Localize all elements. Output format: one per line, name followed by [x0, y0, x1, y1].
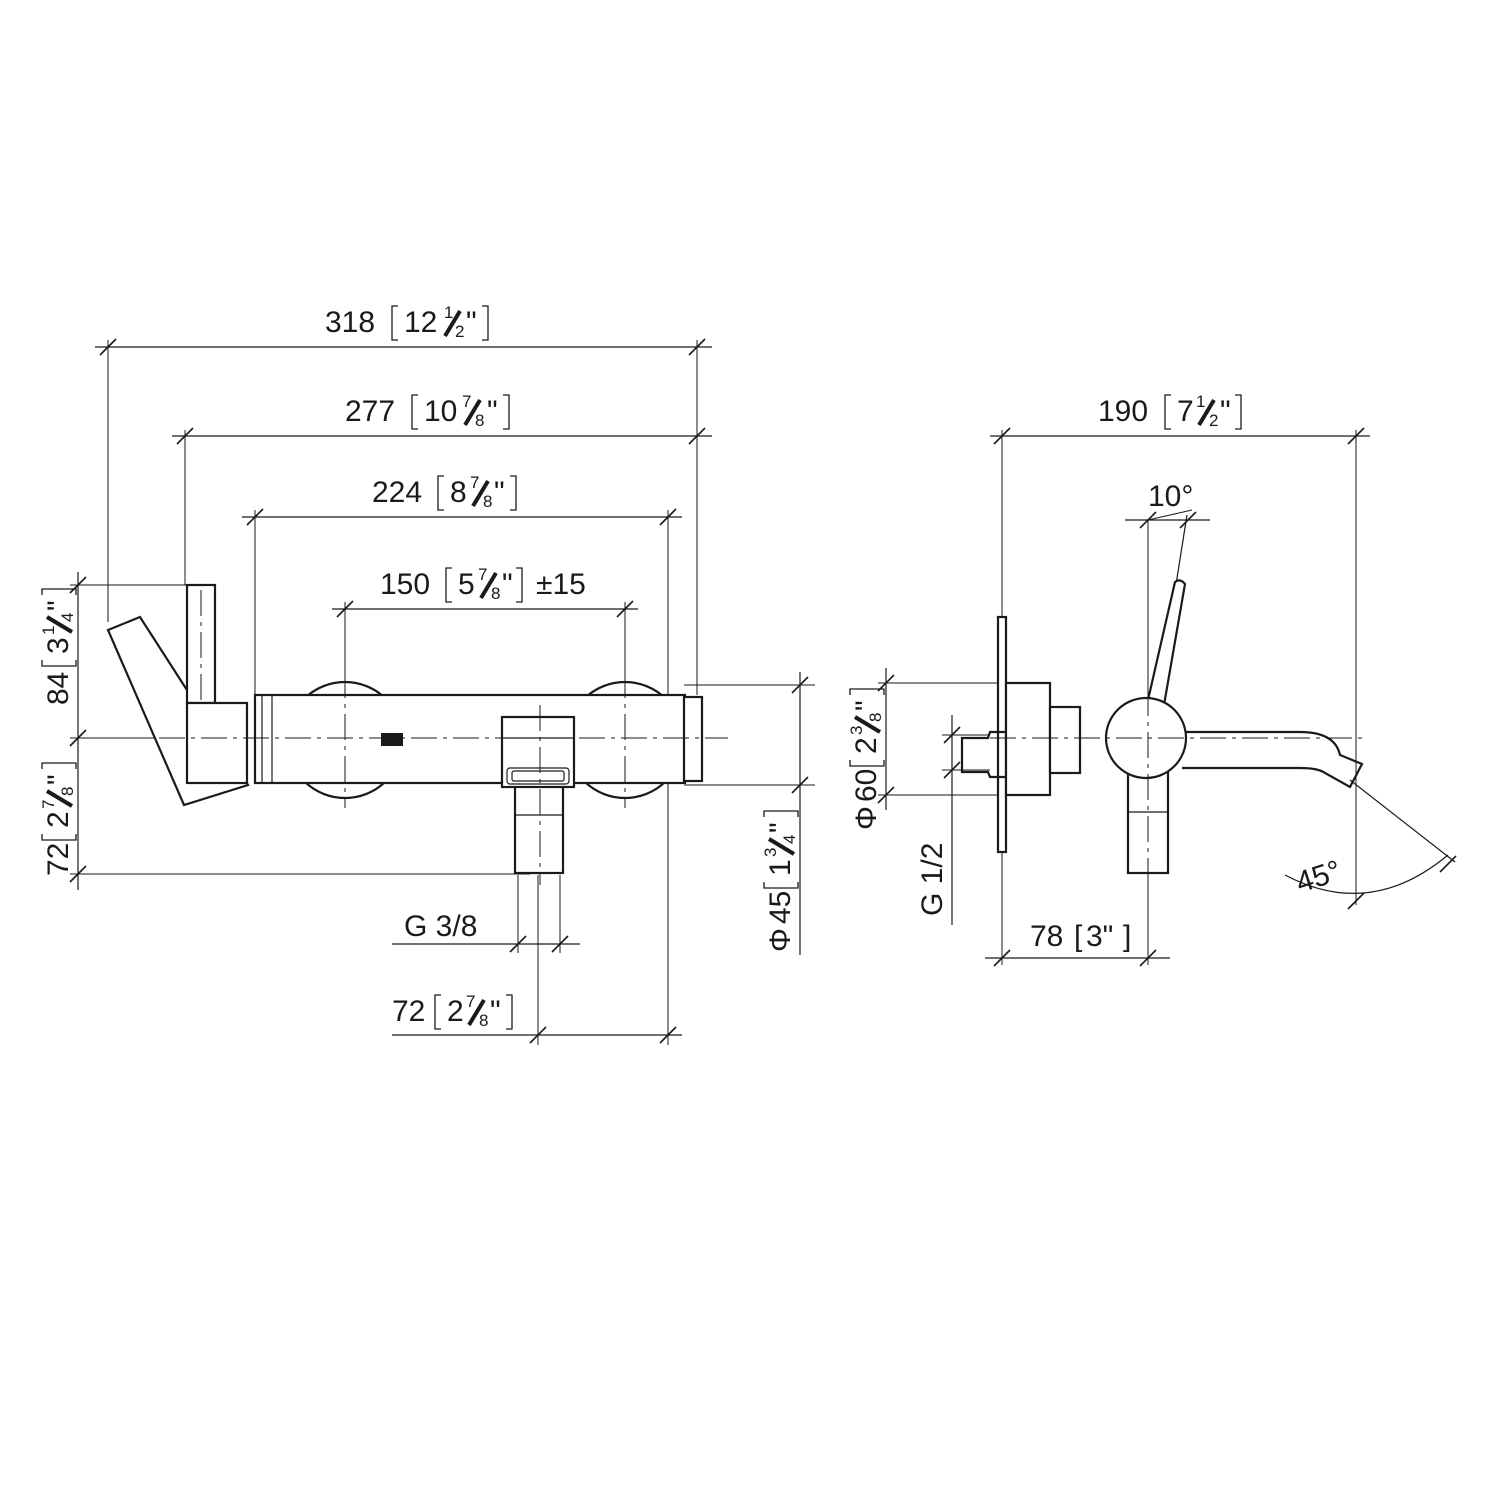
svg-text:8: 8 [483, 492, 492, 511]
svg-text:2: 2 [447, 995, 464, 1028]
svg-text:": " [850, 700, 883, 711]
dimension-lines [69, 338, 809, 1044]
svg-text:": " [764, 822, 797, 833]
dim-72-left: 72 2 7 8 " [39, 762, 77, 876]
svg-text:78: 78 [1030, 920, 1063, 953]
dim-150: 150 5 7 8 " ±15 [380, 565, 586, 603]
svg-text:12: 12 [404, 306, 437, 339]
svg-text:10: 10 [424, 395, 457, 428]
svg-text:3: 3 [761, 848, 780, 857]
dim-224: 224 8 7 8 " [372, 473, 517, 511]
svg-text:3: 3 [42, 637, 75, 654]
svg-text:±15: ±15 [536, 568, 586, 601]
center-lines-front [75, 590, 728, 885]
svg-text:72: 72 [42, 843, 75, 876]
svg-text:7: 7 [466, 992, 475, 1011]
svg-text:7: 7 [39, 800, 58, 809]
svg-text:8: 8 [450, 476, 467, 509]
svg-text:277: 277 [345, 395, 395, 428]
svg-text:318: 318 [325, 306, 375, 339]
svg-text:": " [487, 395, 498, 428]
svg-text:": " [494, 476, 505, 509]
svg-text:2: 2 [1209, 411, 1218, 430]
dim-84: 84 3 1 4 " [39, 588, 77, 705]
angle-10-label: 10° [1148, 480, 1193, 513]
svg-text:1: 1 [444, 303, 453, 322]
svg-text:2: 2 [850, 737, 883, 754]
svg-text:": " [1220, 395, 1231, 428]
svg-text:Φ: Φ [850, 806, 883, 830]
svg-text:224: 224 [372, 476, 422, 509]
svg-text:60: 60 [850, 769, 883, 802]
thread-g12-label: G 1/2 [916, 843, 949, 916]
svg-text:8: 8 [475, 411, 484, 430]
dim-78: 78 [ 3" ] [1030, 920, 1131, 953]
dim-318: 318 12 1 2 " [325, 303, 489, 341]
svg-text:4: 4 [780, 835, 799, 844]
svg-text:8: 8 [58, 787, 77, 796]
center-lines-side [990, 690, 1365, 880]
svg-text:Φ: Φ [764, 928, 797, 952]
dim-277: 277 10 7 8 " [345, 392, 510, 430]
svg-text:2: 2 [42, 811, 75, 828]
svg-text:7: 7 [470, 473, 479, 492]
svg-text:3": 3" [1086, 920, 1113, 953]
svg-text:": " [42, 600, 75, 611]
svg-text:": " [466, 306, 477, 339]
svg-text:": " [490, 995, 501, 1028]
svg-text:7: 7 [1177, 395, 1194, 428]
svg-text:8: 8 [866, 713, 885, 722]
svg-text:1: 1 [764, 859, 797, 876]
svg-text:7: 7 [462, 392, 471, 411]
svg-text:[: [ [1074, 920, 1083, 953]
svg-text:150: 150 [380, 568, 430, 601]
mixer-body-front [106, 583, 704, 875]
dim-diameter-60: Φ 60 2 3 8 " [847, 688, 885, 830]
svg-text:": " [502, 568, 513, 601]
svg-text:8: 8 [479, 1011, 488, 1030]
dim-diameter-45: Φ 45 1 3 4 " [761, 810, 799, 952]
dim-190: 190 7 1 2 " [1098, 392, 1242, 430]
svg-text:1: 1 [1196, 392, 1205, 411]
svg-text:5: 5 [458, 568, 475, 601]
dim-72-bottom: 72 2 7 8 " [392, 992, 513, 1030]
svg-text:7: 7 [478, 565, 487, 584]
thread-g38-label: G 3/8 [404, 910, 477, 943]
front-view: 318 12 1 2 " 277 10 7 8 " 224 8 7 8 " [39, 303, 815, 1045]
svg-text:190: 190 [1098, 395, 1148, 428]
side-view: 190 7 1 2 " 10° Φ 60 2 3 8 " G 1/2 78 [ [847, 392, 1457, 967]
svg-text:84: 84 [42, 672, 75, 705]
svg-text:G 1/2: G 1/2 [916, 843, 949, 916]
svg-text:8: 8 [491, 584, 500, 603]
svg-text:2: 2 [455, 322, 464, 341]
svg-text:": " [42, 774, 75, 785]
extension-lines-side [878, 430, 1357, 965]
svg-text:4: 4 [58, 613, 77, 622]
svg-text:]: ] [1123, 920, 1131, 953]
svg-text:3: 3 [847, 726, 866, 735]
svg-text:72: 72 [392, 995, 425, 1028]
svg-text:45: 45 [764, 891, 797, 924]
mixer-body-side [960, 579, 1364, 875]
svg-text:1: 1 [39, 626, 58, 635]
